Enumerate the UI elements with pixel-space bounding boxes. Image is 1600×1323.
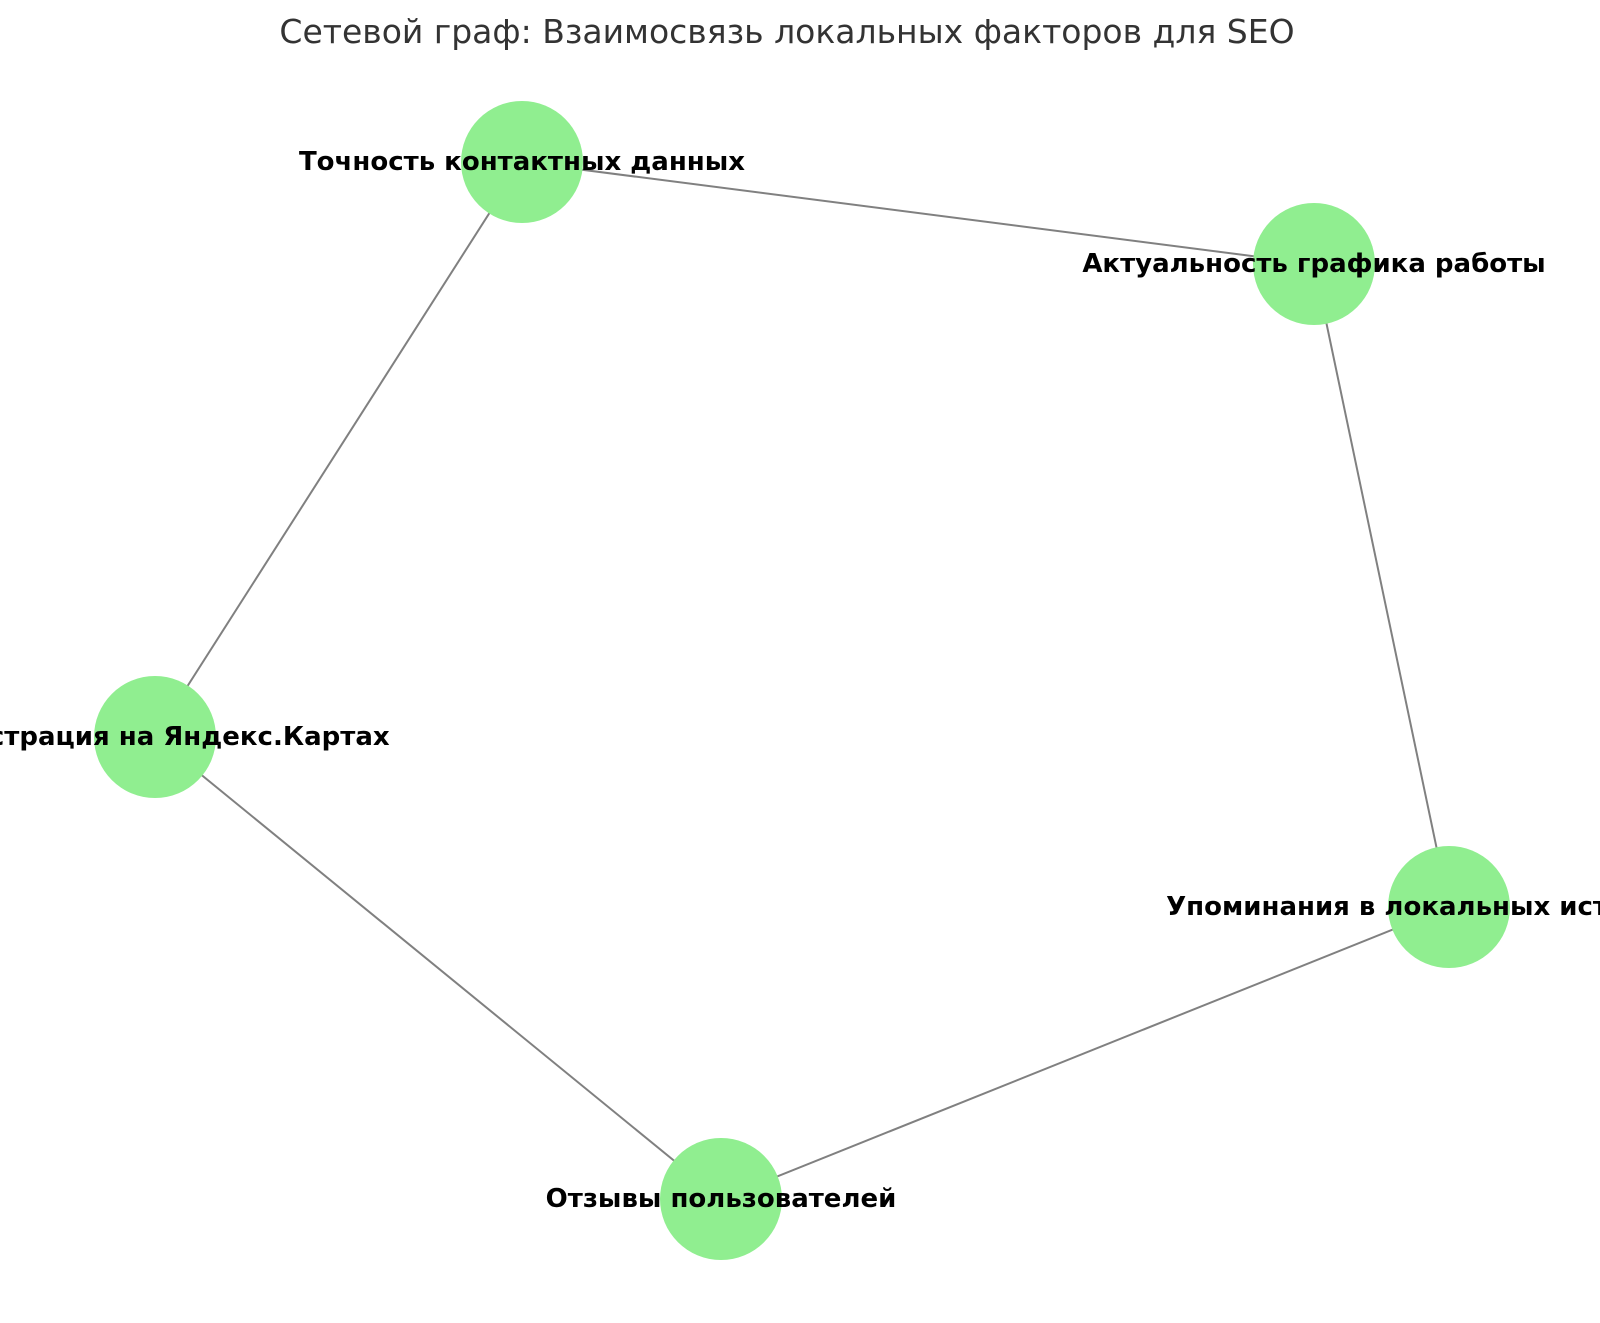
graph-edge-schedule-currency--local-mentions <box>1313 263 1450 908</box>
graph-node-label-user-reviews: Отзывы пользователей <box>546 1184 897 1214</box>
graph-node-yandex-maps <box>94 676 216 798</box>
graph-node-label-local-mentions: Упоминания в локальных источниках <box>1166 892 1600 922</box>
graph-edge-user-reviews--yandex-maps <box>154 736 722 1200</box>
graph-edge-contact-accuracy--schedule-currency <box>521 161 1315 265</box>
graph-node-contact-accuracy <box>461 101 583 223</box>
graph-node-label-contact-accuracy: Точность контактных данных <box>299 147 745 177</box>
graph-edge-local-mentions--user-reviews <box>720 906 1450 1200</box>
chart-title: Сетевой граф: Взаимосвязь локальных факт… <box>279 12 1295 51</box>
edges-layer <box>154 161 1450 1200</box>
graph-node-local-mentions <box>1388 846 1510 968</box>
graph-node-user-reviews <box>660 1138 782 1260</box>
graph-node-label-yandex-maps: Регистрация на Яндекс.Картах <box>0 722 390 752</box>
graph-node-schedule-currency <box>1253 203 1375 325</box>
nodes-layer <box>94 101 1510 1260</box>
graph-node-label-schedule-currency: Актуальность графика работы <box>1082 249 1545 279</box>
graph-edge-yandex-maps--contact-accuracy <box>154 161 523 738</box>
